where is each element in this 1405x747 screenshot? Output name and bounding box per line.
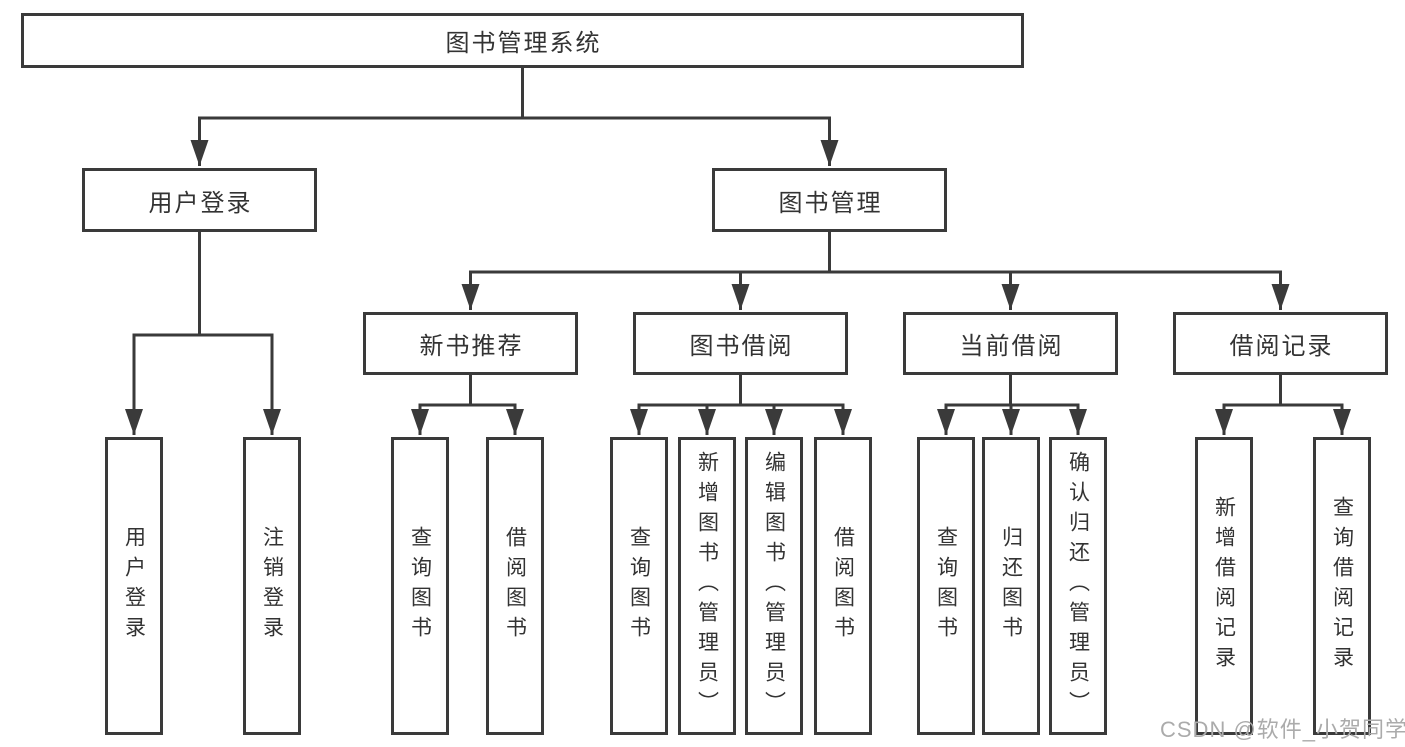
leaf-borrow-borrow-books: 借阅图书 xyxy=(814,437,872,735)
leaf-newbooks-query-books: 查询图书 xyxy=(391,437,449,735)
node-new-book-recommend: 新书推荐 xyxy=(363,312,578,375)
leaf-user-login: 用户登录 xyxy=(105,437,163,735)
leaf-records-add-record: 新增借阅记录 xyxy=(1195,437,1253,735)
leaf-logout: 注销登录 xyxy=(243,437,301,735)
leaf-newbooks-borrow-books: 借阅图书 xyxy=(486,437,544,735)
node-user-login: 用户登录 xyxy=(82,168,317,232)
node-book-management: 图书管理 xyxy=(712,168,947,232)
node-book-borrow: 图书借阅 xyxy=(633,312,848,375)
node-borrow-records: 借阅记录 xyxy=(1173,312,1388,375)
leaf-borrow-edit-books-admin: 编辑图书（管理员） xyxy=(745,437,803,735)
watermark-text: CSDN @软件_小贺同学 xyxy=(1160,717,1405,742)
leaf-current-confirm-return-admin: 确认归还（管理员） xyxy=(1049,437,1107,735)
leaf-records-query-record: 查询借阅记录 xyxy=(1313,437,1371,735)
leaf-current-return-books: 归还图书 xyxy=(982,437,1040,735)
node-root: 图书管理系统 xyxy=(21,13,1024,68)
leaf-current-query-books: 查询图书 xyxy=(917,437,975,735)
leaf-borrow-add-books-admin: 新增图书（管理员） xyxy=(678,437,736,735)
leaf-borrow-query-books: 查询图书 xyxy=(610,437,668,735)
node-current-borrow: 当前借阅 xyxy=(903,312,1118,375)
